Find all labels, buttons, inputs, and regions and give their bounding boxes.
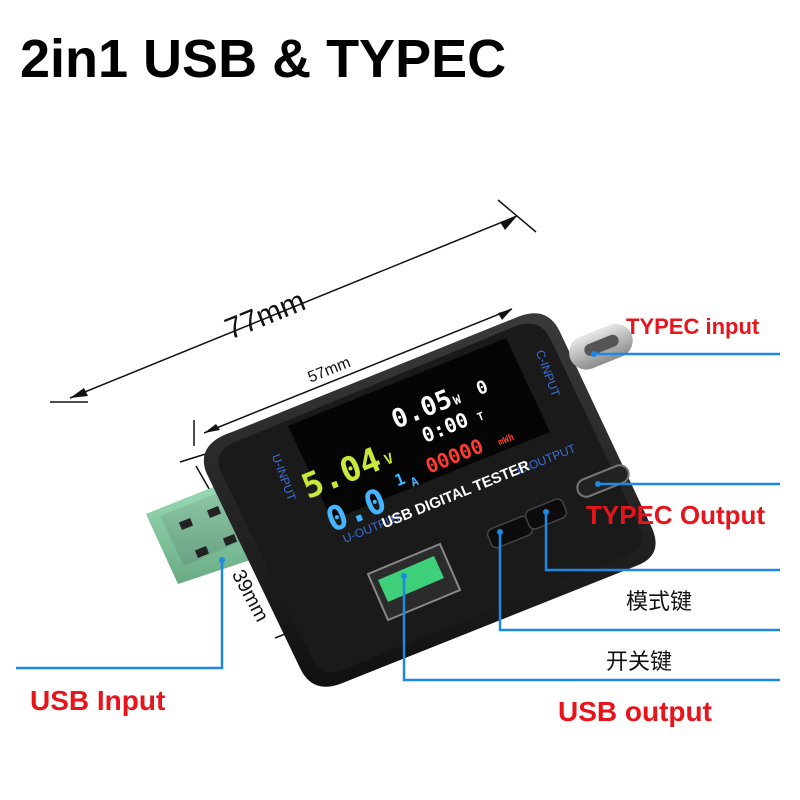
- typec-input-plug: [569, 323, 633, 370]
- typec-output-port: [576, 464, 630, 498]
- page-title: 2in1 USB & TYPEC: [20, 29, 507, 89]
- lcd-screen: [288, 338, 550, 520]
- device-body: [203, 313, 656, 687]
- callout-typec-input: TYPEC input: [626, 314, 760, 339]
- callout-power-key: 开关键: [606, 650, 673, 675]
- leader-usb-output: [402, 576, 780, 682]
- callout-mode-key: 模式键: [626, 590, 693, 615]
- dimension-label-77mm: 77mm: [220, 284, 310, 346]
- leader-power-key: [498, 532, 780, 632]
- leader-lines: [16, 352, 780, 682]
- dimension-label-57mm: 57mm: [306, 354, 354, 386]
- dimension-line-57mm: [203, 308, 513, 434]
- leader-usb-input: [16, 560, 224, 670]
- callout-usb-output: USB output: [558, 696, 712, 727]
- usb-a-output-port: [366, 542, 462, 622]
- callout-typec-output: TYPEC Output: [586, 500, 766, 530]
- callout-usb-input: USB Input: [30, 685, 166, 716]
- dimension-line-77mm: [69, 215, 518, 399]
- leader-mode-key: [544, 512, 780, 572]
- time-unit: T: [475, 409, 486, 424]
